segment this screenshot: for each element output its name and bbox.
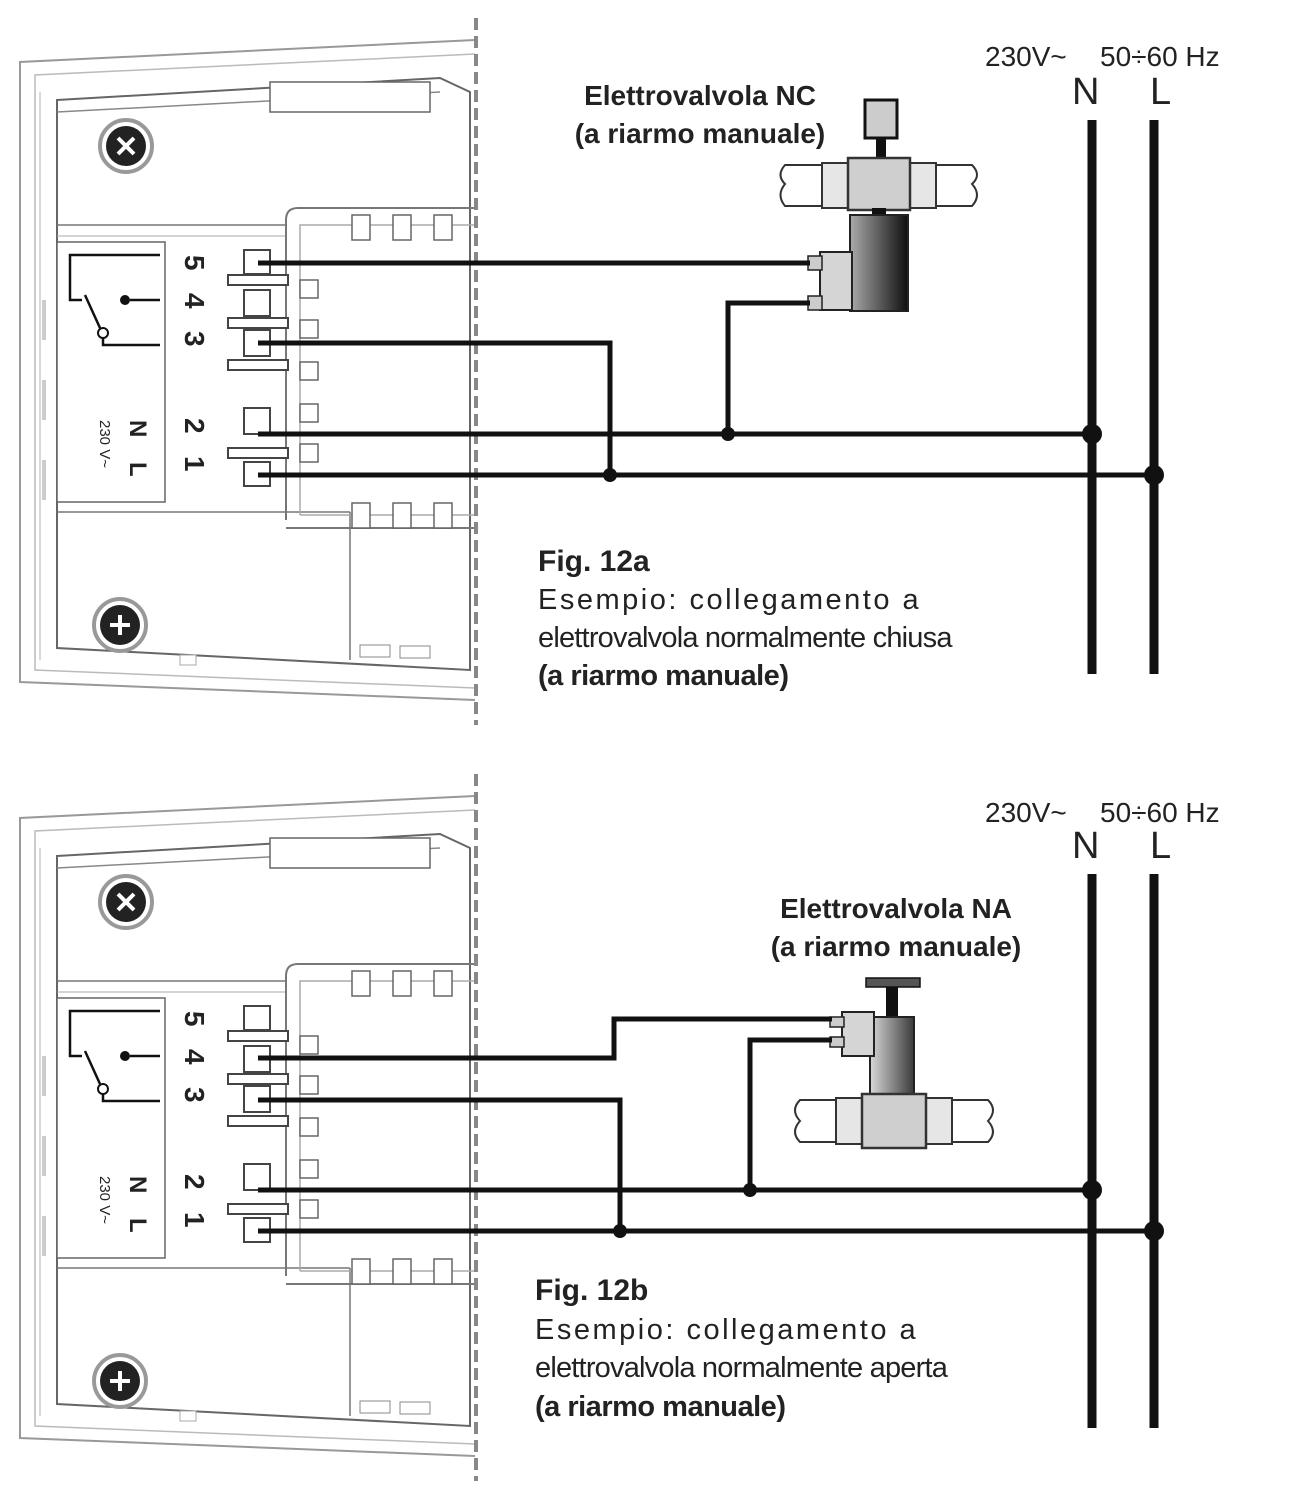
na-valve-drawing: [794, 977, 994, 1150]
terminal-voltage-label: 230 V~: [96, 420, 113, 468]
wiring-12b: [258, 1016, 1154, 1234]
supply-frequency-label: 50÷60 Hz: [1100, 797, 1220, 828]
terminal-3-label: 3: [179, 331, 210, 347]
valve-title: Elettrovalvola NC: [584, 80, 816, 111]
caption-line-2: elettrovalvola normalmente aperta: [535, 1352, 949, 1384]
valve-title: Elettrovalvola NA: [780, 893, 1012, 924]
figure-12b: 5 4 3 2 1 N L 230 V~ 230V~ 50÷60 Hz N L …: [18, 772, 1220, 1483]
terminal-1-label: 1: [179, 1212, 210, 1228]
terminal-1-label: 1: [179, 456, 210, 472]
caption-line-3: (a riarmo manuale): [535, 1391, 785, 1423]
wire-valve-neutral: [725, 300, 810, 436]
neutral-label: N: [1072, 825, 1099, 867]
figure-12a: 5 4 3 2 1 N L 230 V~ 230V~ 50÷60 Hz N L …: [18, 16, 1220, 727]
caption-line-1: Esempio: collegamento a: [535, 1314, 918, 1346]
terminal-n-label: N: [124, 1176, 151, 1193]
valve-subtitle: (a riarmo manuale): [575, 118, 826, 149]
figure-title: Fig. 12b: [535, 1274, 648, 1307]
terminal-l-label: L: [124, 1218, 151, 1233]
caption-line-3: (a riarmo manuale): [538, 660, 788, 692]
supply-voltage-label: 230V~: [985, 797, 1067, 828]
terminal-2-label: 2: [179, 418, 210, 434]
wiring-12a: [258, 260, 1154, 478]
figure-title: Fig. 12a: [538, 545, 650, 578]
terminal-labels: 5 4 3 2 1 N L 230 V~: [96, 255, 210, 477]
caption-line-1: Esempio: collegamento a: [538, 584, 921, 616]
junction-dots: [603, 424, 1164, 485]
terminal-labels: 5 4 3 2 1 N L 230 V~: [96, 1011, 210, 1233]
caption-line-2: elettrovalvola normalmente chiusa: [538, 622, 953, 654]
valve-subtitle: (a riarmo manuale): [771, 931, 1022, 962]
junction-dots: [613, 1180, 1164, 1241]
wire-valve-neutral: [747, 1037, 832, 1192]
terminal-voltage-label: 230 V~: [96, 1176, 113, 1224]
terminal-4-label: 4: [179, 1049, 210, 1065]
supply-voltage-label: 230V~: [985, 41, 1067, 72]
thermostat-device-drawing: [18, 16, 478, 727]
nc-valve-drawing: [779, 98, 978, 312]
line-label: L: [1150, 71, 1171, 113]
thermostat-device-drawing: [18, 772, 478, 1483]
wire-terminal4-valve: [258, 1016, 832, 1061]
terminal-n-label: N: [124, 420, 151, 437]
terminal-3-label: 3: [179, 1087, 210, 1103]
supply-frequency-label: 50÷60 Hz: [1100, 41, 1220, 72]
line-label: L: [1150, 825, 1171, 867]
terminal-2-label: 2: [179, 1174, 210, 1190]
terminal-5-label: 5: [179, 255, 210, 271]
terminal-l-label: L: [124, 462, 151, 477]
neutral-label: N: [1072, 71, 1099, 113]
terminal-4-label: 4: [179, 293, 210, 309]
terminal-5-label: 5: [179, 1011, 210, 1027]
